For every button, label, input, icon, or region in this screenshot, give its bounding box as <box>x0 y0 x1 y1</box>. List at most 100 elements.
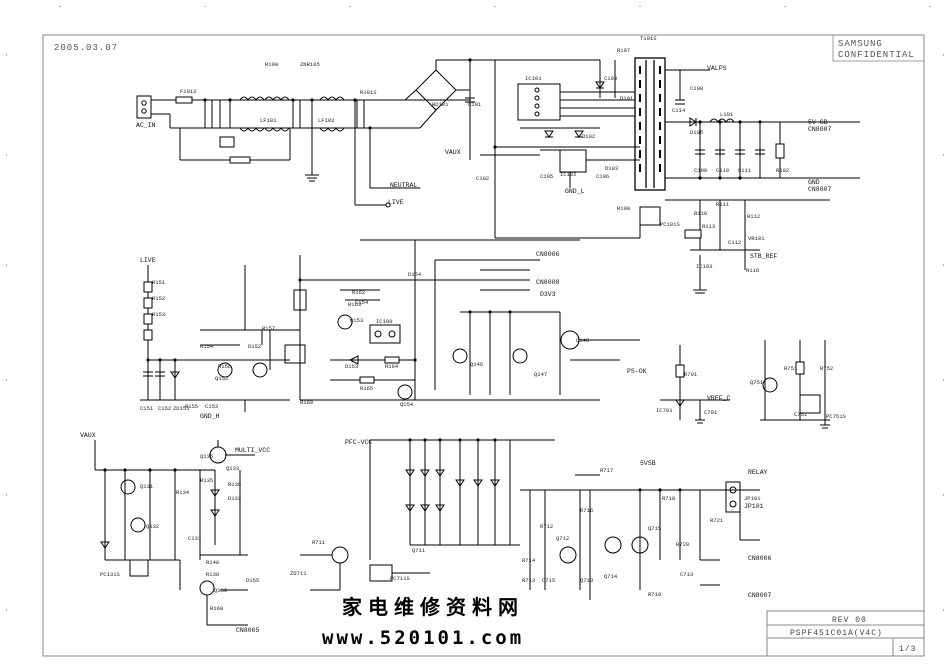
component-ref-pc751s: PC751S <box>826 413 847 420</box>
component-ref-r164: R164 <box>385 363 399 370</box>
component-ref-q132: Q132 <box>146 523 159 530</box>
component-ref-r711: R711 <box>312 539 326 546</box>
component-ref-c105: C105 <box>540 173 553 180</box>
component-ref-c102: C102 <box>476 175 489 182</box>
confidential-line2: CONFIDENTIAL <box>838 50 915 60</box>
component-ref-r156: R156 <box>218 363 231 370</box>
component-ref-r108: R108 <box>617 205 630 212</box>
component-ref-r160: R160 <box>300 399 313 406</box>
component-ref-ic103: IC103 <box>696 263 713 270</box>
component-ref-r155: R155 <box>185 403 198 410</box>
junction-dots <box>103 58 762 492</box>
component-ref-r751: R751 <box>784 365 798 372</box>
net-gnd: GND <box>808 179 820 186</box>
component-ref-r116: R116 <box>746 267 759 274</box>
component-ref-r152: R152 <box>152 295 165 302</box>
net-neutral: NEUTRAL <box>390 182 417 189</box>
component-ref-r134: R134 <box>176 489 190 496</box>
component-ref-d153: D153 <box>345 363 358 370</box>
component-ref-c131: C131 <box>188 535 202 542</box>
component-ref-q715: Q715 <box>648 525 661 532</box>
component-ref-vr101: VR101 <box>748 235 765 242</box>
component-ref-r110: R110 <box>694 210 707 217</box>
connector-cn8007-a: CN8007 <box>808 126 832 133</box>
title-block-rev: REV 00 <box>832 616 867 625</box>
component-ref-c112: C112 <box>728 239 741 246</box>
component-ref-c114: C114 <box>672 107 686 114</box>
net-relay: RELAY <box>748 469 768 476</box>
drawing-date: 2005.03.07 <box>54 43 118 53</box>
component-ref-r712: R712 <box>540 523 553 530</box>
component-ref-r714: R714 <box>522 557 536 564</box>
component-ref-q153: Q153 <box>350 317 363 324</box>
component-ref-r154: R154 <box>200 343 214 350</box>
component-ref-r162: R162 <box>352 289 365 296</box>
net-vaux-left: VAUX <box>80 432 96 439</box>
component-ref-lf101: LF101 <box>260 117 277 124</box>
component-ref-c751: C751 <box>794 411 808 418</box>
component-ref-r168: R168 <box>210 605 223 612</box>
component-ref-q712: Q712 <box>556 535 569 542</box>
component-ref-d154: D154 <box>408 271 422 278</box>
component-ref-ic101: IC101 <box>525 75 542 82</box>
net-stb-ref: STB_REF <box>750 253 777 260</box>
primary-block <box>465 60 640 239</box>
connector-ac-in: AC_IN <box>136 122 156 129</box>
component-ref-r719: R719 <box>648 591 661 598</box>
component-ref-r720: R720 <box>676 541 689 548</box>
right-aux-block <box>660 340 830 429</box>
component-ref-r153: R153 <box>152 311 165 318</box>
component-ref-c153: C153 <box>205 403 218 410</box>
title-block-part-no: PSPF451C01A(V4C) <box>790 629 883 638</box>
component-ref-r716: R716 <box>580 507 593 514</box>
component-ref-c154: C154 <box>355 299 369 306</box>
component-ref-bd101: BD101 <box>432 101 449 108</box>
component-ref-r140: R140 <box>206 559 219 566</box>
net-live-left: LIVE <box>140 257 156 264</box>
component-ref-r101s: R101S <box>360 89 377 96</box>
standby-control-block <box>293 239 640 401</box>
component-ref-c103: C103 <box>604 75 617 82</box>
confidential-line1: SAMSUNG <box>838 39 883 49</box>
connector-cn8006: CN8006 <box>536 251 560 258</box>
component-ref-pc711s: PC711S <box>390 575 411 582</box>
component-ref-c701: C701 <box>704 409 718 416</box>
component-ref-r111: R111 <box>716 201 730 208</box>
lower-left-block <box>94 440 255 626</box>
left-protection-block <box>140 265 306 412</box>
component-ref-r157: R157 <box>262 325 275 332</box>
net-live-top: LIVE <box>388 199 404 206</box>
pfc-block <box>300 439 760 600</box>
component-ref-d102: D102 <box>582 133 595 140</box>
component-ref-q135: Q135 <box>200 453 213 460</box>
connector-cn8007-c: CN8007 <box>748 592 772 599</box>
component-ref-r713: R713 <box>522 577 535 584</box>
connector-cn8007-b: CN8007 <box>808 186 832 193</box>
net-gnd-h: GND_H <box>200 413 220 420</box>
component-ref-l101: L101 <box>720 111 734 118</box>
component-ref-r718: R718 <box>662 495 675 502</box>
component-ref-q152: Q152 <box>215 375 228 382</box>
net-vaux: VAUX <box>445 149 461 156</box>
component-ref-q751: Q751 <box>750 379 764 386</box>
connector-jp101: JP101 <box>744 503 764 510</box>
component-ref-d133: D133 <box>228 495 241 502</box>
component-ref-c109: C109 <box>694 167 707 174</box>
net-gnd-l: GND_L <box>565 188 585 195</box>
net-pfc-vcc: PFC-VCC <box>345 439 372 446</box>
component-ref-znr105: ZNR105 <box>300 61 320 68</box>
component-ref-d155: D155 <box>246 577 259 584</box>
component-ref-c713: C713 <box>680 571 693 578</box>
component-ref-ic102: IC102 <box>560 171 577 178</box>
component-ref-r102: R102 <box>776 167 789 174</box>
title-block <box>766 610 925 657</box>
component-ref-c101: C101 <box>468 101 482 108</box>
component-ref-r752: R752 <box>820 365 833 372</box>
component-ref-f101s: F101S <box>180 88 197 95</box>
net-valps: VALPS <box>707 65 727 72</box>
component-ref-c715: C715 <box>542 577 555 584</box>
confidential-box <box>832 34 925 62</box>
component-ref-jp101: JP101 <box>744 495 761 502</box>
component-ref-pc101s: PC101S <box>660 221 681 228</box>
